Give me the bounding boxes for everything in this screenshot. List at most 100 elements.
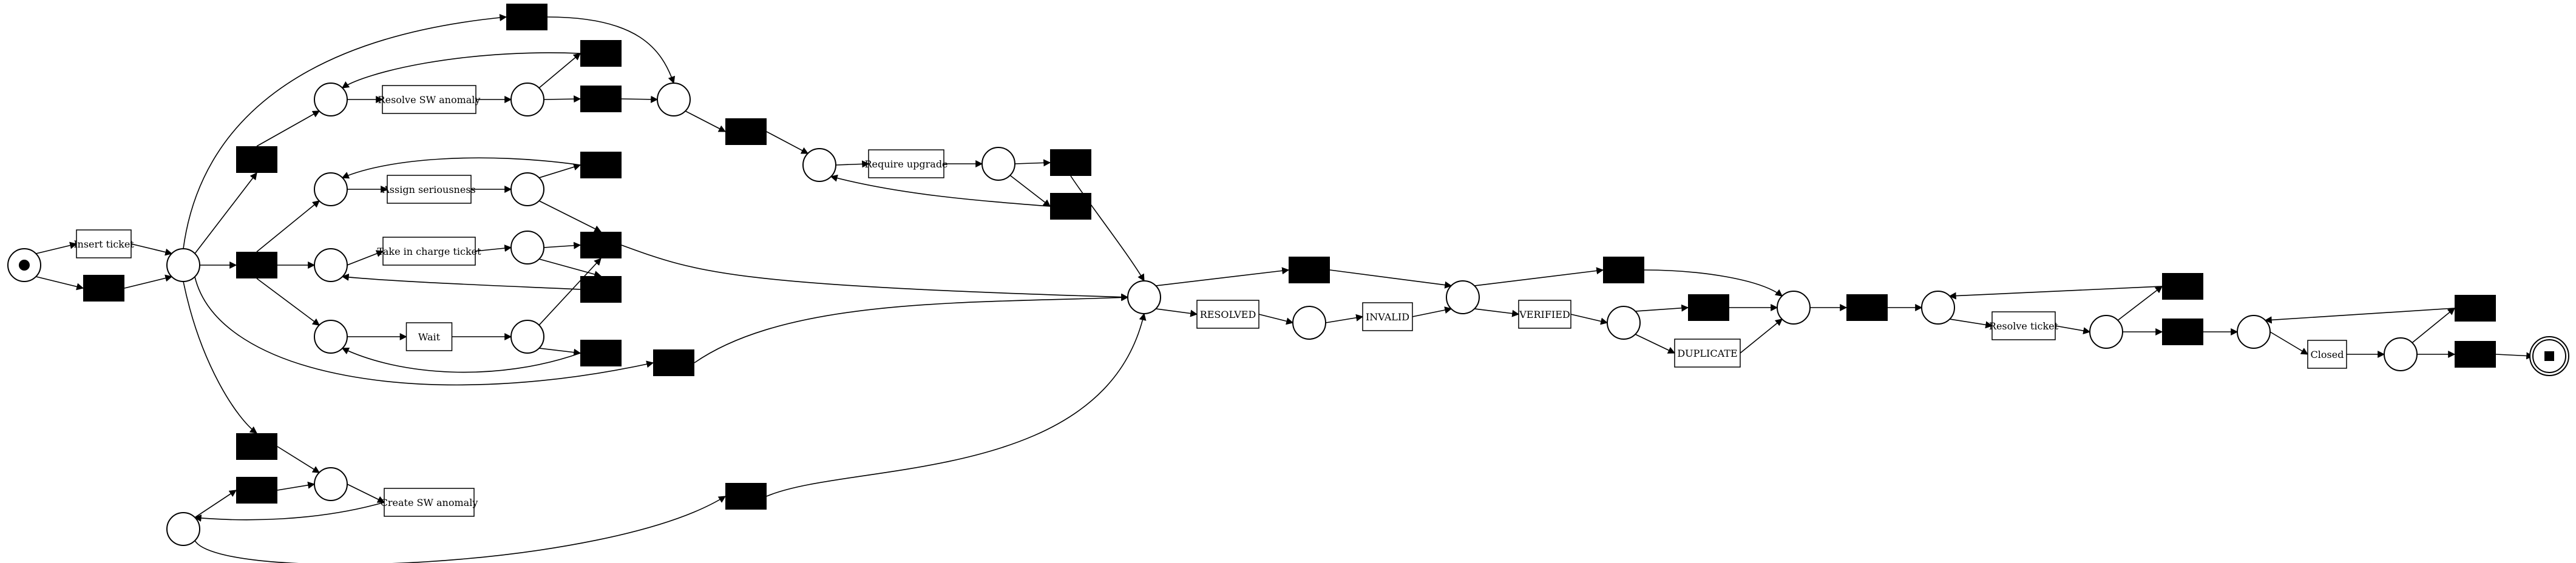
silent-transition bbox=[236, 477, 277, 504]
silent-transition bbox=[236, 146, 277, 173]
transition-box bbox=[387, 175, 472, 204]
place bbox=[981, 147, 1015, 181]
transition-box bbox=[405, 322, 453, 351]
transition-box bbox=[76, 229, 132, 258]
arc bbox=[1474, 267, 1604, 286]
transition-box bbox=[384, 488, 475, 517]
transition-label: Resolve SW anomaly bbox=[378, 94, 481, 106]
silent-transition bbox=[1846, 294, 1888, 321]
arc bbox=[1948, 286, 2163, 300]
arc bbox=[277, 481, 316, 491]
arc bbox=[538, 200, 602, 232]
sink-token-square bbox=[2544, 351, 2554, 361]
place bbox=[2089, 315, 2123, 349]
arc bbox=[1740, 319, 1783, 354]
arc bbox=[538, 53, 581, 89]
transition-label: Require upgrade bbox=[864, 158, 947, 170]
place bbox=[2237, 315, 2271, 349]
arc bbox=[35, 241, 78, 254]
transition-box bbox=[382, 85, 476, 114]
silent-transition bbox=[580, 276, 622, 303]
arc bbox=[124, 274, 173, 289]
silent-transition bbox=[580, 152, 622, 178]
silent-transition bbox=[2162, 273, 2203, 300]
transition-label: Closed bbox=[2311, 349, 2344, 360]
transition-label: Take in charge ticket bbox=[377, 246, 481, 257]
place bbox=[510, 320, 544, 354]
arc bbox=[1155, 308, 1198, 317]
arc bbox=[2495, 352, 2534, 360]
arc bbox=[1474, 308, 1520, 317]
silent-transition bbox=[1050, 193, 1091, 220]
place bbox=[510, 231, 544, 265]
arc bbox=[2412, 308, 2455, 343]
arc bbox=[685, 110, 727, 132]
arc bbox=[2117, 286, 2163, 321]
silent-transition bbox=[725, 483, 767, 510]
place bbox=[1446, 280, 1480, 314]
arc bbox=[830, 174, 1051, 207]
silent-transition bbox=[580, 340, 622, 366]
place bbox=[1607, 306, 1641, 340]
place bbox=[1777, 291, 1811, 325]
arc bbox=[35, 276, 84, 291]
arc bbox=[1644, 269, 1783, 297]
transition-box bbox=[1674, 339, 1741, 368]
arc bbox=[277, 446, 320, 473]
arc bbox=[1570, 314, 1608, 325]
transition-label: Create SW anomaly bbox=[381, 497, 478, 508]
place bbox=[510, 172, 544, 206]
silent-transition bbox=[2455, 341, 2496, 368]
arc bbox=[538, 163, 581, 178]
silent-transition bbox=[236, 252, 277, 278]
place bbox=[166, 248, 200, 282]
place bbox=[1292, 306, 1326, 340]
arc bbox=[1329, 269, 1452, 289]
place bbox=[1921, 291, 1955, 325]
arc bbox=[1412, 306, 1452, 317]
arc bbox=[194, 490, 237, 518]
arc bbox=[341, 52, 581, 89]
transition-label: DUPLICATE bbox=[1677, 348, 1737, 359]
arc bbox=[347, 484, 385, 503]
arc bbox=[256, 200, 320, 252]
arc bbox=[621, 244, 1129, 301]
arc bbox=[256, 278, 320, 326]
transition-label: RESOLVED bbox=[1200, 309, 1256, 320]
place bbox=[314, 320, 348, 354]
arc bbox=[341, 157, 581, 179]
silent-transition bbox=[725, 118, 767, 145]
arc bbox=[256, 110, 320, 147]
silent-transition bbox=[580, 86, 622, 112]
arc bbox=[1635, 334, 1676, 354]
transition-label: Insert ticket bbox=[73, 238, 134, 250]
arc bbox=[1014, 159, 1051, 167]
place bbox=[314, 172, 348, 206]
arc bbox=[194, 172, 257, 254]
transition-label: INVALID bbox=[1366, 311, 1409, 323]
arc bbox=[538, 258, 602, 326]
transition-box bbox=[1362, 302, 1413, 331]
place bbox=[314, 83, 348, 116]
silent-transition bbox=[580, 232, 622, 258]
place bbox=[2384, 337, 2418, 371]
transition-box bbox=[2307, 340, 2347, 369]
arc bbox=[835, 160, 870, 168]
silent-transition bbox=[2455, 295, 2496, 322]
transition-label: Assign seriousness bbox=[382, 184, 476, 195]
arc bbox=[1949, 319, 1993, 329]
silent-transition bbox=[580, 40, 622, 67]
silent-transition bbox=[83, 275, 124, 302]
arc bbox=[183, 281, 257, 434]
transition-label: Wait bbox=[418, 331, 441, 343]
silent-transition bbox=[653, 349, 694, 376]
place bbox=[802, 148, 836, 182]
place bbox=[657, 83, 691, 116]
silent-transition bbox=[1603, 257, 1644, 283]
arc bbox=[2269, 331, 2309, 355]
silent-transition bbox=[2162, 319, 2203, 345]
silent-transition bbox=[1289, 257, 1330, 283]
arc bbox=[538, 348, 581, 356]
transition-box bbox=[382, 237, 476, 266]
